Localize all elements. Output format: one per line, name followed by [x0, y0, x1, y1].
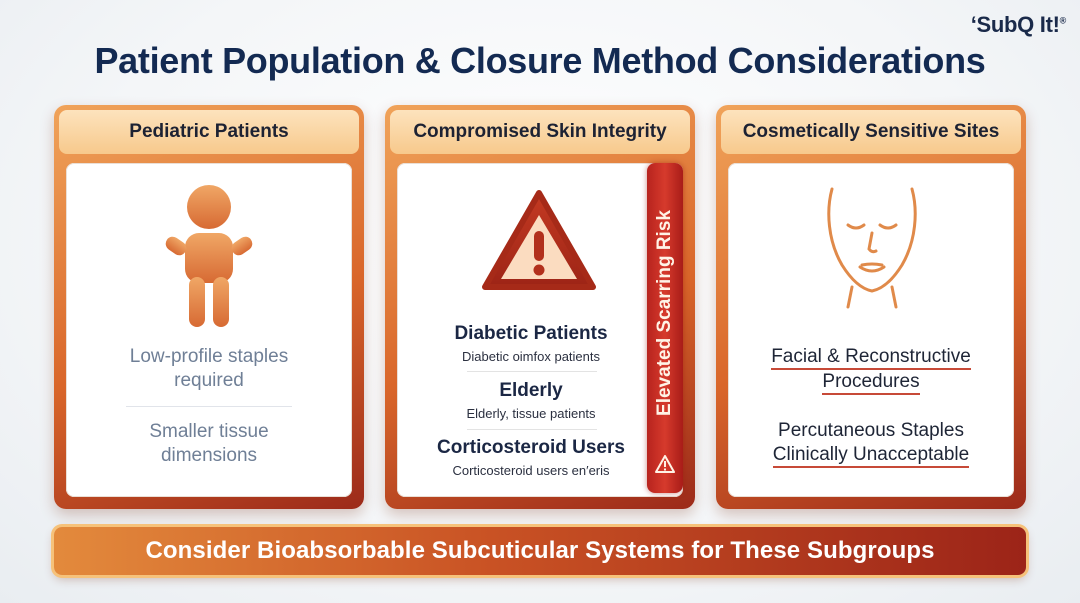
recommendation-banner: Consider Bioabsorbable Subcuticular Syst…	[54, 527, 1026, 575]
text-percutaneous-staples: Percutaneous Staples Clinically Unaccept…	[728, 419, 1014, 468]
risk-banner: Elevated Scarring Risk	[647, 163, 683, 493]
brand-registered-mark: ®	[1059, 15, 1067, 26]
divider	[467, 429, 597, 430]
group-corticosteroid-title: Corticosteroid Users	[437, 437, 625, 458]
card-body: Diabetic Patients Diabetic oimfox patien…	[397, 163, 683, 497]
card-cosmetic-sites: Cosmetically Sensitive Sites Facial & Re…	[716, 105, 1026, 509]
small-warning-icon	[655, 455, 675, 473]
group-elderly-sub: Elderly, tissue patients	[466, 406, 596, 421]
card-heading: Cosmetically Sensitive Sites	[721, 110, 1021, 154]
brand-name: ‘SubQ It!	[970, 12, 1060, 37]
text-facial-procedures: Facial & Reconstructive Procedures	[728, 345, 1014, 395]
group-elderly-title: Elderly	[499, 380, 563, 401]
card-heading: Compromised Skin Integrity	[390, 110, 690, 154]
group-corticosteroid-sub: Corticosteroid users en′eris	[452, 463, 610, 478]
group-diabetic-title: Diabetic Patients	[454, 323, 608, 344]
divider	[467, 371, 597, 372]
divider	[126, 406, 292, 407]
warning-icon	[482, 190, 596, 290]
page-title: Patient Population & Closure Method Cons…	[94, 40, 986, 81]
child-icon	[165, 185, 253, 327]
group-diabetic-sub: Diabetic oimfox patients	[461, 349, 600, 364]
card-heading: Pediatric Patients	[59, 110, 359, 154]
face-icon	[827, 187, 917, 309]
card-compromised-skin: Compromised Skin Integrity Diabetic Pati…	[385, 105, 695, 509]
risk-label: Elevated Scarring Risk	[654, 210, 675, 416]
card-body: Facial & Reconstructive Procedures Percu…	[728, 163, 1014, 497]
brand-logo: ‘SubQ It!®	[970, 12, 1067, 38]
